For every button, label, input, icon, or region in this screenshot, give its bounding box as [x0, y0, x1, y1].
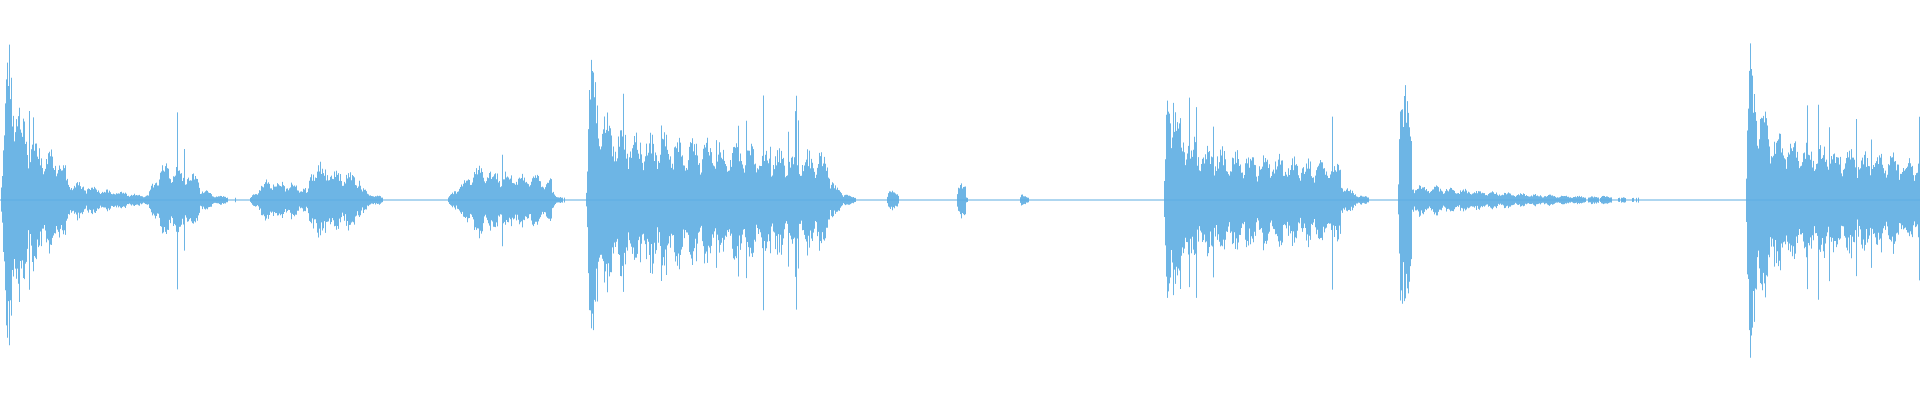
waveform-lines: [1, 43, 1920, 358]
